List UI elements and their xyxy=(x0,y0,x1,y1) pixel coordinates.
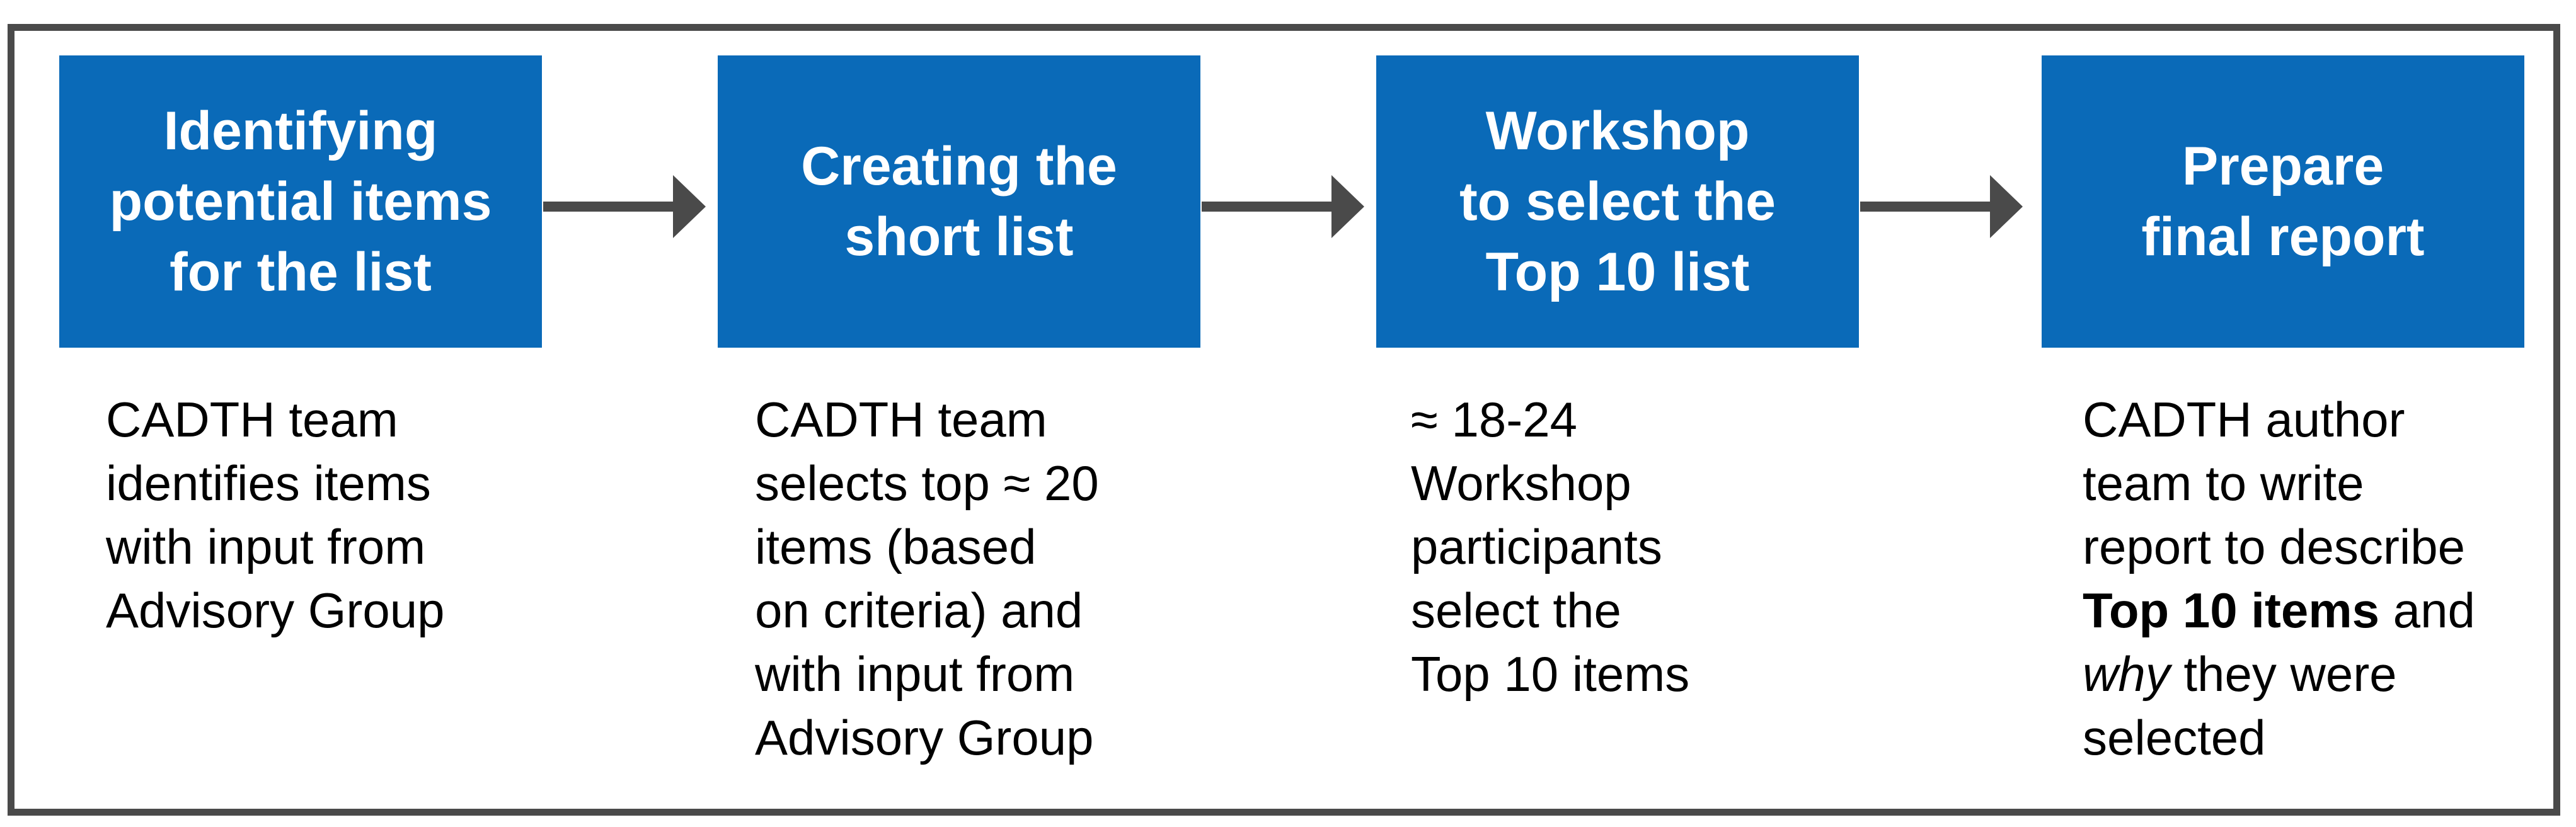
description-text-run: Advisory Group xyxy=(106,583,445,638)
description-text-run: why xyxy=(2083,646,2170,702)
description-text-run: identifies items xyxy=(106,455,431,511)
arrow-head-icon xyxy=(673,175,706,238)
description-text-run: with input from xyxy=(755,646,1075,702)
description-text-run: selects top ≈ 20 xyxy=(755,455,1099,511)
arrow-shaft xyxy=(1202,202,1332,212)
step-title: Identifying potential items for the list xyxy=(109,101,492,302)
description-text-run: participants xyxy=(1411,519,1662,574)
description-text-run: and xyxy=(2379,583,2475,638)
description-text-run: with input from xyxy=(106,519,426,574)
arrow-head-icon xyxy=(1331,175,1364,238)
description-text-run: report to describe xyxy=(2083,519,2465,574)
arrow-shaft xyxy=(543,202,674,212)
flow-arrow-3 xyxy=(1860,175,2023,238)
step-box-short-list: Creating the short list xyxy=(718,55,1200,348)
arrow-head-icon xyxy=(1990,175,2023,238)
flow-arrow-2 xyxy=(1202,175,1364,238)
flow-arrow-1 xyxy=(543,175,706,238)
description-text-run: on criteria) and xyxy=(755,583,1083,638)
description-text-run: Advisory Group xyxy=(755,710,1094,765)
step-title: Prepare final report xyxy=(2141,136,2425,267)
description-text-run: Top 10 items xyxy=(1411,646,1690,702)
step-box-identify-items: Identifying potential items for the list xyxy=(59,55,542,348)
description-text-run: items (based xyxy=(755,519,1037,574)
step-description-identify-items: CADTH team identifies items with input f… xyxy=(106,388,445,642)
step-title: Workshop to select the Top 10 list xyxy=(1459,101,1776,302)
description-text-run: CADTH team xyxy=(755,392,1047,447)
step-description-workshop: ≈ 18-24 Workshop participants select the… xyxy=(1411,388,1689,706)
description-text-run: CADTH author xyxy=(2083,392,2405,447)
description-text-run: Top 10 items xyxy=(2083,583,2380,638)
description-text-run: ≈ 18-24 xyxy=(1411,392,1577,447)
description-text-run: selected xyxy=(2083,710,2266,765)
step-box-final-report: Prepare final report xyxy=(2042,55,2524,348)
description-text-run: they were xyxy=(2170,646,2397,702)
step-description-final-report: CADTH author team to write report to des… xyxy=(2083,388,2475,770)
arrow-shaft xyxy=(1860,202,1991,212)
description-text-run: select the xyxy=(1411,583,1621,638)
step-description-short-list: CADTH team selects top ≈ 20 items (based… xyxy=(755,388,1099,770)
diagram-border-frame xyxy=(8,24,2560,816)
step-title: Creating the short list xyxy=(801,136,1117,267)
description-text-run: team to write xyxy=(2083,455,2364,511)
step-box-workshop: Workshop to select the Top 10 list xyxy=(1376,55,1859,348)
description-text-run: CADTH team xyxy=(106,392,398,447)
description-text-run: Workshop xyxy=(1411,455,1631,511)
